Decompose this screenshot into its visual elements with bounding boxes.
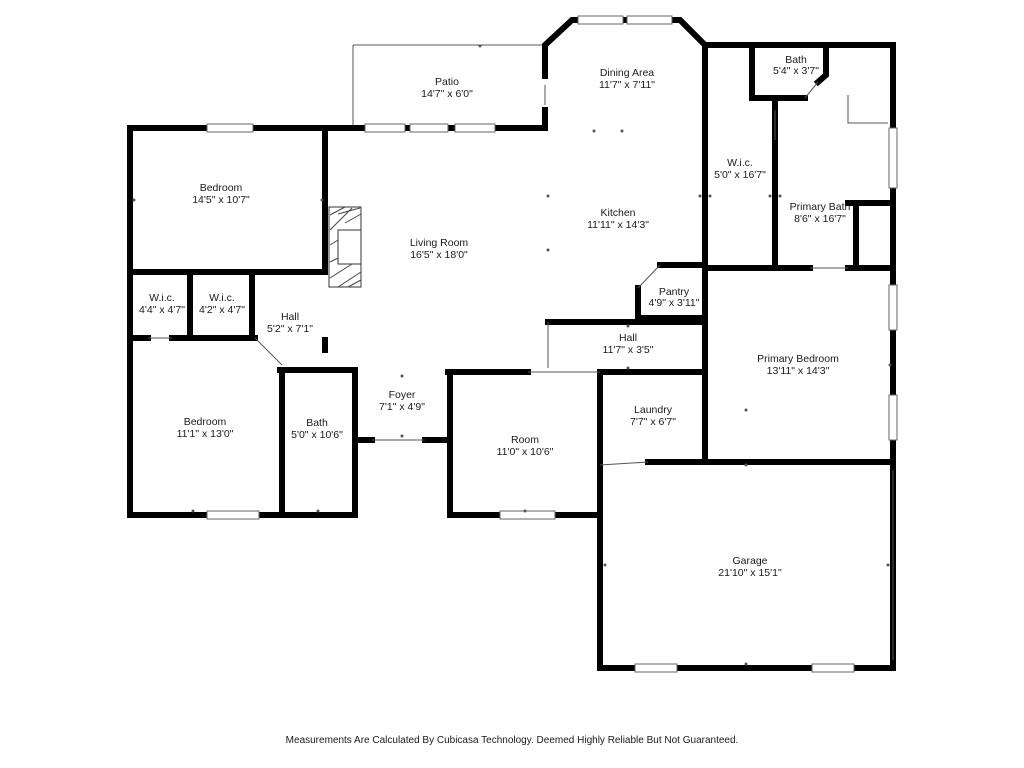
room-name-bath-top: Bath	[785, 54, 807, 66]
room-name-primary-bath: Primary Bath	[790, 201, 851, 213]
room-name-wic-primary: W.i.c.	[727, 157, 753, 169]
room-name-wic-left-1: W.i.c.	[149, 292, 175, 304]
room-size-wic-left-1: 4'4" x 4'7"	[139, 304, 185, 316]
room-size-living-room: 16'5" x 18'0"	[410, 249, 468, 261]
fireplace	[328, 206, 362, 288]
room-name-hall-center: Hall	[619, 332, 637, 344]
room-name-wic-left-2: W.i.c.	[209, 292, 235, 304]
dimension-ticks	[132, 44, 892, 666]
room-size-room: 11'0" x 10'6"	[497, 446, 554, 458]
room-name-primary-bedroom: Primary Bedroom	[757, 353, 839, 365]
room-name-patio: Patio	[435, 76, 459, 88]
room-name-hall-left: Hall	[281, 311, 299, 323]
room-name-pantry: Pantry	[659, 286, 690, 298]
room-size-primary-bedroom: 13'11" x 14'3"	[767, 365, 830, 377]
room-name-bedroom-bottom: Bedroom	[184, 416, 227, 428]
room-size-dining-area: 11'7" x 7'11"	[599, 79, 655, 91]
room-name-laundry: Laundry	[634, 404, 673, 416]
room-size-bedroom-top: 14'5" x 10'7"	[192, 194, 250, 206]
room-size-foyer: 7'1" x 4'9"	[379, 401, 425, 413]
room-size-bath-bottom: 5'0" x 10'6"	[291, 429, 343, 441]
room-name-garage: Garage	[732, 555, 767, 567]
windows	[206, 15, 898, 673]
walls	[127, 17, 896, 671]
room-size-patio: 14'7" x 6'0"	[421, 88, 473, 100]
room-name-bath-bottom: Bath	[306, 417, 328, 429]
room-size-wic-primary: 5'0" x 16'7"	[714, 169, 766, 181]
room-name-bedroom-top: Bedroom	[200, 182, 243, 194]
room-size-bath-top: 5'4" x 3'7"	[773, 65, 819, 77]
disclaimer-text: Measurements Are Calculated By Cubicasa …	[285, 735, 739, 746]
room-name-dining-area: Dining Area	[600, 67, 654, 79]
room-size-kitchen: 11'11" x 14'3"	[587, 219, 649, 231]
room-size-primary-bath: 8'6" x 16'7"	[794, 213, 846, 225]
room-name-foyer: Foyer	[389, 389, 416, 401]
room-size-garage: 21'10" x 15'1"	[718, 567, 782, 579]
room-size-laundry: 7'7" x 6'7"	[630, 416, 676, 428]
door-details	[148, 81, 894, 660]
room-size-wic-left-2: 4'2" x 4'7"	[199, 304, 245, 316]
room-size-pantry: 4'9" x 3'11"	[649, 297, 700, 309]
room-name-living-room: Living Room	[410, 237, 469, 249]
room-size-bedroom-bottom: 11'1" x 13'0"	[177, 428, 234, 440]
room-size-hall-center: 11'7" x 3'5"	[603, 344, 654, 356]
room-name-kitchen: Kitchen	[600, 207, 635, 219]
room-size-hall-left: 5'2" x 7'1"	[267, 323, 313, 335]
room-name-room: Room	[511, 434, 539, 446]
room-labels: Patio 14'7" x 6'0" Dining Area 11'7" x 7…	[139, 54, 850, 579]
